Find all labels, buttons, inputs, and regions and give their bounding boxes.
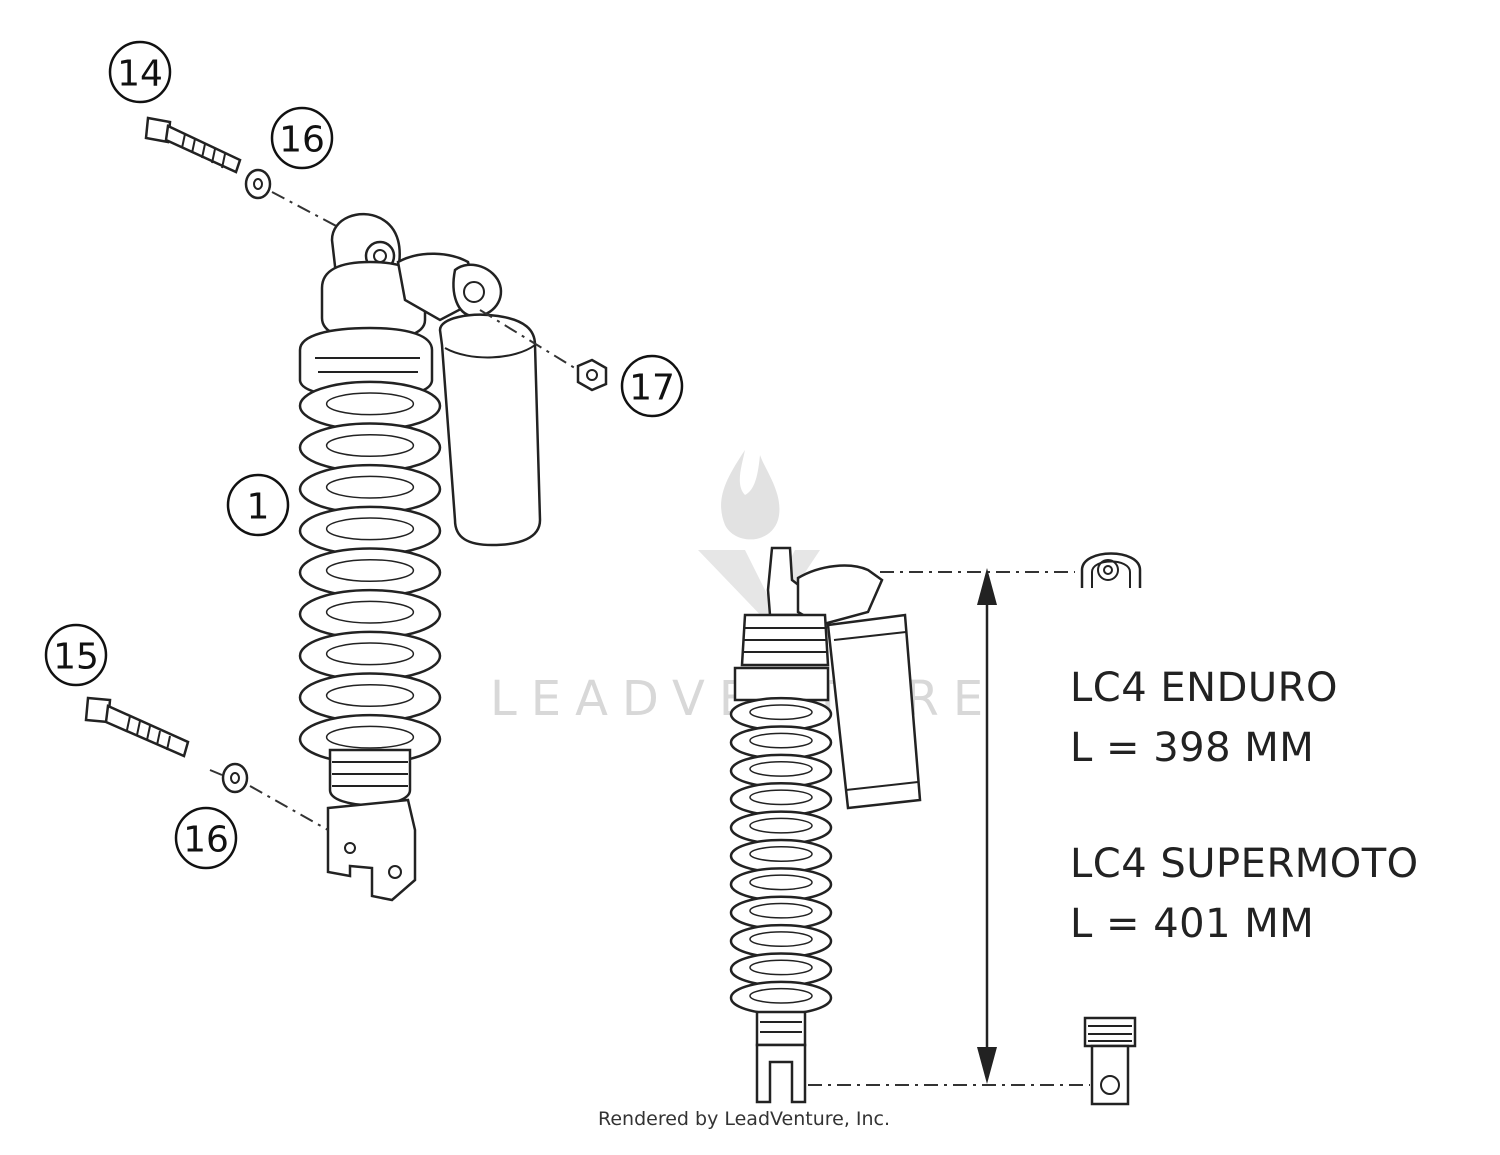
shock-bottom-clevis — [326, 798, 417, 902]
spring-coil-inner — [325, 642, 415, 666]
callout-14-label: 14 — [117, 54, 163, 95]
supermoto-length-label: L = 401 MM — [1070, 901, 1315, 947]
bottom-washer — [221, 762, 249, 794]
callout-17-label: 17 — [629, 368, 675, 409]
spring-coil-inner — [325, 433, 415, 458]
watermark-flame-icon — [721, 450, 780, 540]
callout-16-top: 16 — [270, 106, 334, 170]
enduro-length-label: L = 398 MM — [1070, 725, 1315, 771]
top-washer — [244, 168, 272, 200]
spring-coil-inner — [325, 517, 415, 541]
spring-coil-inner — [749, 817, 813, 834]
spring-coil-inner — [749, 704, 813, 721]
spring-coil-inner — [325, 683, 415, 708]
spring-coil-inner — [749, 789, 813, 806]
spring-coil-inner — [325, 558, 415, 583]
side-shock-spring — [729, 666, 833, 1104]
callout-16-top-label: 16 — [279, 120, 325, 161]
spring-coil-inner — [749, 760, 813, 777]
shock-spring — [298, 326, 442, 807]
nut — [576, 358, 608, 392]
spring-coils — [298, 380, 442, 765]
callout-1: 1 — [226, 473, 290, 537]
spring-coil-inner — [749, 732, 813, 749]
render-credit: Rendered by LeadVenture, Inc. — [598, 1108, 891, 1130]
spring-coil-inner — [325, 725, 415, 749]
shock-absorber-exploded-view — [84, 116, 608, 902]
length-dimension — [808, 568, 1090, 1086]
top-mount-detail — [1080, 552, 1142, 588]
spring-coil-inner — [749, 874, 813, 891]
supermoto-model-label: LC4 SUPERMOTO — [1070, 841, 1419, 887]
enduro-model-label: LC4 ENDURO — [1070, 665, 1338, 711]
shock-length-view — [729, 546, 1142, 1106]
side-shock-reservoir — [826, 613, 922, 810]
bottom-bolt — [84, 696, 190, 758]
spring-coil-inner — [749, 902, 813, 919]
callout-15: 15 — [44, 623, 108, 687]
callout-14: 14 — [108, 40, 172, 104]
arrow-up-icon — [977, 568, 997, 605]
spring-coil-inner — [749, 959, 813, 976]
callout-16-bottom: 16 — [174, 806, 238, 870]
arrow-down-icon — [977, 1047, 997, 1084]
spring-coil-inner — [749, 846, 813, 862]
side-shock-top — [740, 546, 884, 667]
shock-reservoir — [396, 252, 542, 547]
callout-15-label: 15 — [53, 637, 99, 678]
spring-coil-inner — [325, 392, 415, 416]
spring-coil-inner — [325, 600, 415, 624]
spring-coil-inner — [749, 931, 813, 948]
side-spring-coils — [729, 696, 833, 1016]
spring-coil-inner — [325, 475, 415, 499]
top-bolt — [144, 116, 242, 174]
spring-coil-inner — [749, 987, 813, 1004]
callout-16-bottom-label: 16 — [183, 820, 229, 861]
callout-1-label: 1 — [247, 487, 270, 528]
bottom-mount-detail — [1083, 1016, 1137, 1106]
callout-17: 17 — [620, 354, 684, 418]
